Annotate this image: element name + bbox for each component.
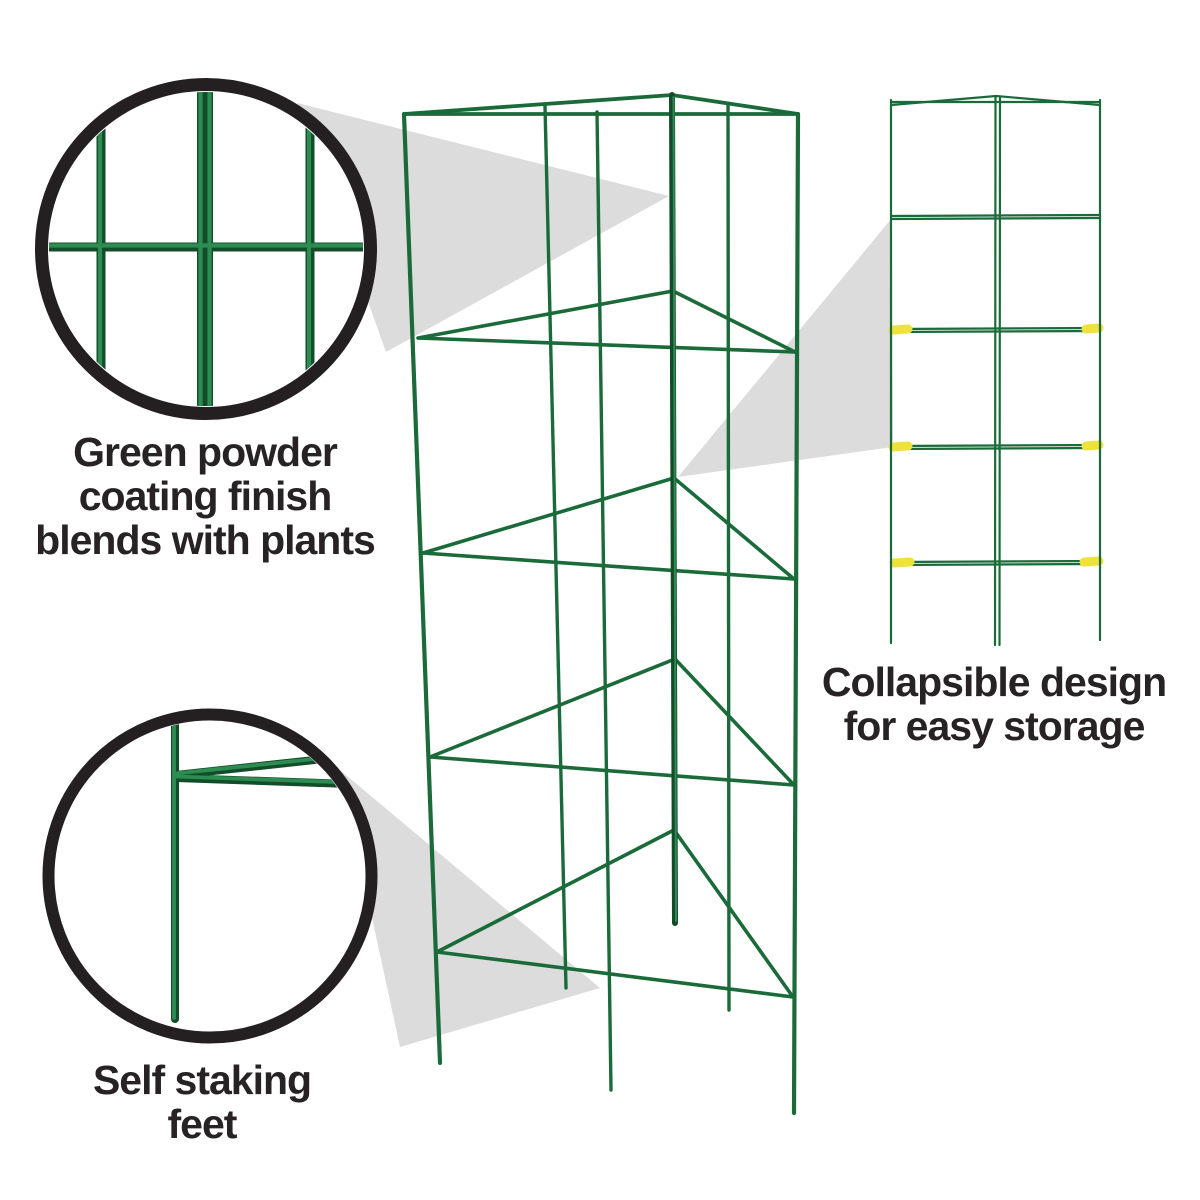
label-line: blends with plants: [35, 517, 376, 563]
stake-foot-detail: [171, 721, 354, 1023]
callout-wedge-coating: [297, 103, 669, 352]
detail-circle-coating: [35, 78, 377, 420]
detail-circle-feet: [42, 708, 378, 1044]
yellow-hinge-tips: [888, 323, 1104, 568]
wire-grid-detail: [49, 92, 363, 406]
collapsed-cage-illustration: [888, 94, 1104, 647]
label-line: Green powder: [73, 429, 338, 475]
callout-wedge-feet: [340, 770, 600, 1047]
label-line: coating finish: [78, 473, 333, 519]
label-self-staking-feet: Self staking feet: [47, 1058, 357, 1146]
label-collapsible-design: Collapsible design for easy storage: [794, 660, 1194, 748]
label-line: Collapsible design: [821, 659, 1167, 705]
tomato-cage-illustration: [401, 92, 801, 1116]
label-line: feet: [167, 1101, 238, 1147]
label-line: for easy storage: [843, 703, 1146, 749]
cage-rails: [543, 102, 731, 1092]
label-line: Self staking: [92, 1057, 312, 1103]
label-green-powder-coating: Green powder coating finish blends with …: [0, 430, 410, 562]
